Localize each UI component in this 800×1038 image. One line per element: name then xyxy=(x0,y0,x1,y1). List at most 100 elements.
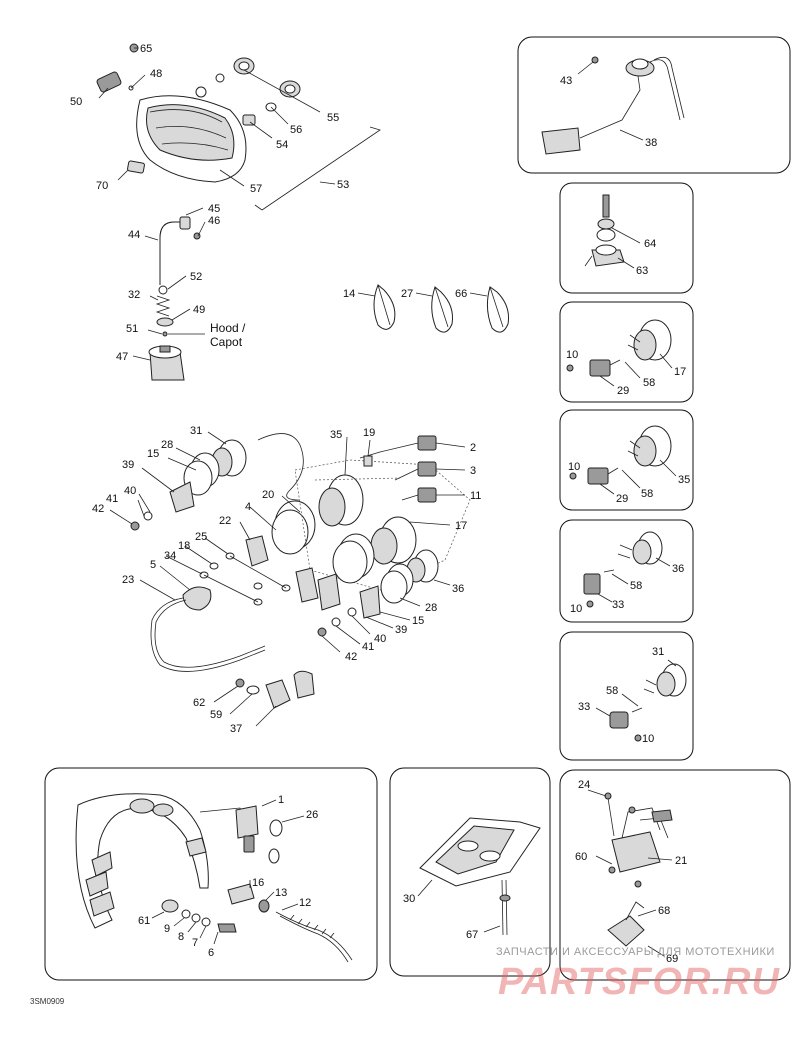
part-label-10-panel6: 10 xyxy=(642,733,654,745)
headlight-adjuster-assembly xyxy=(132,207,206,381)
panel-gauge-35 xyxy=(559,409,694,511)
part-label-40: 40 xyxy=(124,485,136,497)
part-label-58-panel3: 58 xyxy=(643,377,655,389)
part-label-45: 45 xyxy=(208,203,220,215)
part-label-42: 42 xyxy=(92,503,104,515)
panel-gauge-17 xyxy=(559,301,694,403)
part-label-10-panel5: 10 xyxy=(570,603,582,615)
part-label-66: 66 xyxy=(455,288,467,300)
part-label-29-panel4: 29 xyxy=(616,493,628,505)
watermark-caption: ЗАПЧАСТИ И АКСЕССУАРЫ ДЛЯ МОТОТЕХНИКИ xyxy=(496,946,775,958)
part-label-46: 46 xyxy=(208,215,220,227)
part-label-10-panel3: 10 xyxy=(566,349,578,361)
part-label-36-panel5: 36 xyxy=(672,563,684,575)
part-label-47: 47 xyxy=(116,351,128,363)
part-label-26: 26 xyxy=(306,809,318,821)
part-label-22: 22 xyxy=(219,515,231,527)
part-label-60: 60 xyxy=(575,851,587,863)
part-label-31-panel6: 31 xyxy=(652,646,664,658)
part-label-65: 65 xyxy=(140,43,152,55)
part-label-29-panel3: 29 xyxy=(617,385,629,397)
gauge-cluster-assembly xyxy=(109,431,471,727)
part-label-54: 54 xyxy=(276,139,288,151)
part-label-38: 38 xyxy=(645,137,657,149)
part-label-41b: 41 xyxy=(362,641,374,653)
watermark-logo: PARTSFOR.RU xyxy=(498,961,780,1003)
part-label-17-panel3: 17 xyxy=(674,366,686,378)
part-label-30: 30 xyxy=(403,893,415,905)
part-label-11: 11 xyxy=(470,490,481,502)
part-label-49: 49 xyxy=(193,304,205,316)
part-label-69: 69 xyxy=(666,953,678,965)
part-label-58-panel4: 58 xyxy=(641,488,653,500)
part-label-37: 37 xyxy=(230,723,242,735)
part-label-19: 19 xyxy=(363,427,375,439)
part-label-56: 56 xyxy=(290,124,302,136)
part-label-35: 35 xyxy=(330,429,342,441)
part-label-6: 6 xyxy=(208,947,214,959)
panel-gauge-36 xyxy=(559,519,694,623)
part-label-58-panel6: 58 xyxy=(606,685,618,697)
panel-fuel-sender xyxy=(517,36,791,174)
part-label-63: 63 xyxy=(636,265,648,277)
panel-console-housing xyxy=(44,767,378,981)
part-label-5: 5 xyxy=(150,559,156,571)
part-label-55: 55 xyxy=(327,112,339,124)
part-label-14: 14 xyxy=(343,288,355,300)
part-label-3: 3 xyxy=(470,465,476,477)
part-label-17: 17 xyxy=(455,520,467,532)
part-label-64: 64 xyxy=(644,238,656,250)
part-label-16: 16 xyxy=(252,877,264,889)
drawing-code: 3SM0909 xyxy=(30,997,65,1006)
part-label-7: 7 xyxy=(192,937,198,949)
part-label-4: 4 xyxy=(245,501,251,513)
part-label-48: 48 xyxy=(150,68,162,80)
part-label-2: 2 xyxy=(470,442,476,454)
part-label-67: 67 xyxy=(466,929,478,941)
part-label-40b: 40 xyxy=(374,633,386,645)
part-label-41: 41 xyxy=(106,493,118,505)
headlight-assembly xyxy=(96,43,381,211)
part-label-44: 44 xyxy=(128,229,140,241)
part-label-35-panel4: 35 xyxy=(678,474,690,486)
panel-electronic-module xyxy=(559,769,791,981)
part-label-52: 52 xyxy=(190,271,202,283)
part-label-13: 13 xyxy=(275,887,287,899)
part-label-33-panel5: 33 xyxy=(612,599,624,611)
cable-ties xyxy=(357,284,509,333)
part-label-9: 9 xyxy=(164,923,170,935)
part-label-32: 32 xyxy=(128,289,140,301)
part-label-39: 39 xyxy=(122,459,134,471)
panel-gauge-31 xyxy=(559,631,694,761)
part-label-10-panel4: 10 xyxy=(568,461,580,473)
part-label-68: 68 xyxy=(658,905,670,917)
part-label-23: 23 xyxy=(122,574,134,586)
part-label-15: 15 xyxy=(147,448,159,460)
part-label-51: 51 xyxy=(126,323,138,335)
part-label-59: 59 xyxy=(210,709,222,721)
panel-mounting-plate xyxy=(389,767,551,977)
part-label-39b: 39 xyxy=(395,624,407,636)
part-label-50: 50 xyxy=(70,96,82,108)
panel-sensor-fitting xyxy=(559,182,694,294)
part-label-27: 27 xyxy=(401,288,413,300)
part-label-28b: 28 xyxy=(425,602,437,614)
part-label-61: 61 xyxy=(138,915,150,927)
part-label-62: 62 xyxy=(193,697,205,709)
part-label-57: 57 xyxy=(250,183,262,195)
part-label-8: 8 xyxy=(178,931,184,943)
part-label-25: 25 xyxy=(195,531,207,543)
part-label-24: 24 xyxy=(578,779,590,791)
part-label-43: 43 xyxy=(560,75,572,87)
part-label-33-panel6: 33 xyxy=(578,701,590,713)
hood-label: Hood / xyxy=(210,321,246,335)
part-label-1: 1 xyxy=(278,794,284,806)
part-label-12: 12 xyxy=(299,897,311,909)
part-label-70: 70 xyxy=(96,180,108,192)
part-label-15b: 15 xyxy=(412,615,424,627)
part-label-20: 20 xyxy=(262,489,274,501)
part-label-36: 36 xyxy=(452,583,464,595)
part-label-21: 21 xyxy=(675,855,687,867)
part-label-31: 31 xyxy=(190,425,202,437)
